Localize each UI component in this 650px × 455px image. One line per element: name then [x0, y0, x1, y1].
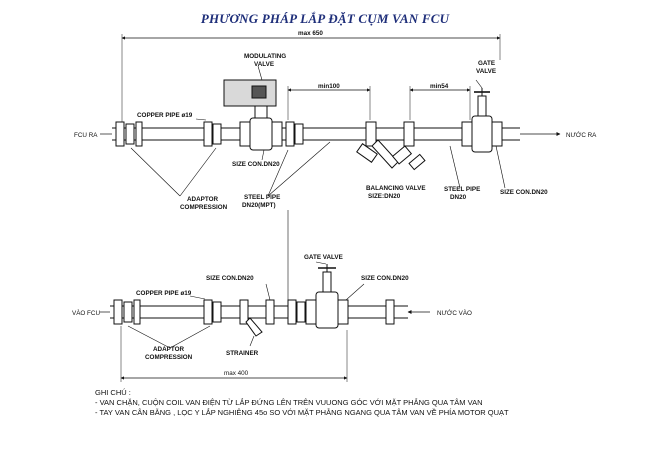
bottom-leaders: [127, 261, 365, 349]
steel-pipe-label-2: DN20: [450, 194, 467, 201]
water-out-label: NƯỚC RA: [566, 130, 597, 139]
steel-pipe-mpt-label-2: DN20(MPT): [242, 202, 276, 209]
water-in-label: NƯỚC VÀO: [437, 308, 472, 317]
top-leaders: [130, 65, 506, 197]
dimension-min100-label: min100: [318, 83, 340, 90]
dimension-max-400-label: max 400: [224, 370, 249, 377]
size-con-label-1: SIZE CON.DN20: [232, 161, 280, 168]
adaptor-label-2: COMPRESSION: [180, 204, 228, 211]
bottom-adaptor-label-1: ADAPTOR: [153, 346, 184, 353]
adaptor-label-1: ADAPTOR: [187, 196, 218, 203]
notes-heading: GHI CHÚ :: [95, 388, 131, 397]
fcu-out-label: FCU RA: [74, 132, 98, 139]
bottom-adaptor-left: [113, 299, 141, 325]
dimension-max-400: [120, 326, 348, 382]
bottom-union: [287, 299, 306, 325]
top-fitting-2: [203, 121, 222, 147]
size-con-label-2: SIZE CON.DN20: [500, 189, 548, 196]
bottom-gate-valve: [305, 264, 349, 329]
bottom-fitting-2: [203, 299, 222, 325]
balancing-valve-label-1: BALANCING VALVE: [366, 185, 426, 192]
bottom-end-fitting: [385, 299, 395, 325]
dimension-max-650-label: max 650: [298, 30, 323, 37]
steel-pipe-mpt-label-1: STEEL PIPE: [244, 194, 280, 201]
bottom-size-con-label-2: SIZE CON.DN20: [361, 275, 409, 282]
dimension-min54: [409, 86, 471, 120]
bottom-labels: GATE VALVE SIZE CON.DN20 SIZE CON.DN20 C…: [72, 254, 472, 377]
steel-pipe-label-1: STEEL PIPE: [444, 186, 480, 193]
top-pipe: [100, 127, 520, 141]
bottom-adaptor-label-2: COMPRESSION: [145, 354, 193, 361]
page-title: PHƯƠNG PHÁP LẮP ĐẶT CỤM VAN FCU: [200, 11, 450, 26]
bottom-size-con-label-1: SIZE CON.DN20: [206, 275, 254, 282]
copper-pipe-label: COPPER PIPE ø19: [137, 112, 193, 119]
modulating-valve: [223, 79, 283, 151]
bottom-gate-valve-label: GATE VALVE: [304, 254, 343, 261]
top-adaptor-left: [115, 121, 143, 147]
strainer: [239, 299, 275, 337]
note-line-2: - TAY VAN CÂN BẰNG , LỌC Y LẮP NGHIÊNG 4…: [95, 408, 509, 417]
note-line-1: - VAN CHẶN, CUỘN COIL VAN ĐIỆN TỪ LẮP ĐỨ…: [95, 398, 483, 407]
dimension-min100: [287, 86, 371, 120]
modulating-valve-label-2: VALVE: [254, 61, 274, 68]
dimension-min54-label: min54: [430, 83, 449, 90]
gate-valve-label-2: VALVE: [476, 68, 496, 75]
modulating-valve-label-1: MODULATING: [244, 53, 286, 60]
fcu-in-label: VÀO FCU: [72, 308, 100, 317]
top-union: [285, 121, 304, 147]
dimension-max-650: [121, 34, 501, 122]
balancing-valve: [356, 121, 426, 171]
balancing-valve-label-2: SIZE:DN20: [368, 193, 401, 200]
notes-section: GHI CHÚ : - VAN CHẶN, CUỘN COIL VAN ĐIỆN…: [95, 388, 509, 418]
gate-valve-label-1: GATE: [478, 60, 495, 67]
top-gate-valve: [461, 88, 503, 153]
bottom-copper-pipe-label: COPPER PIPE ø19: [136, 290, 192, 297]
bottom-assembly: [100, 210, 430, 382]
top-assembly: [100, 34, 561, 197]
strainer-label: STRAINER: [226, 350, 259, 357]
top-labels: max 650 min100 min54 MODULATING VALVE GA…: [74, 30, 597, 211]
